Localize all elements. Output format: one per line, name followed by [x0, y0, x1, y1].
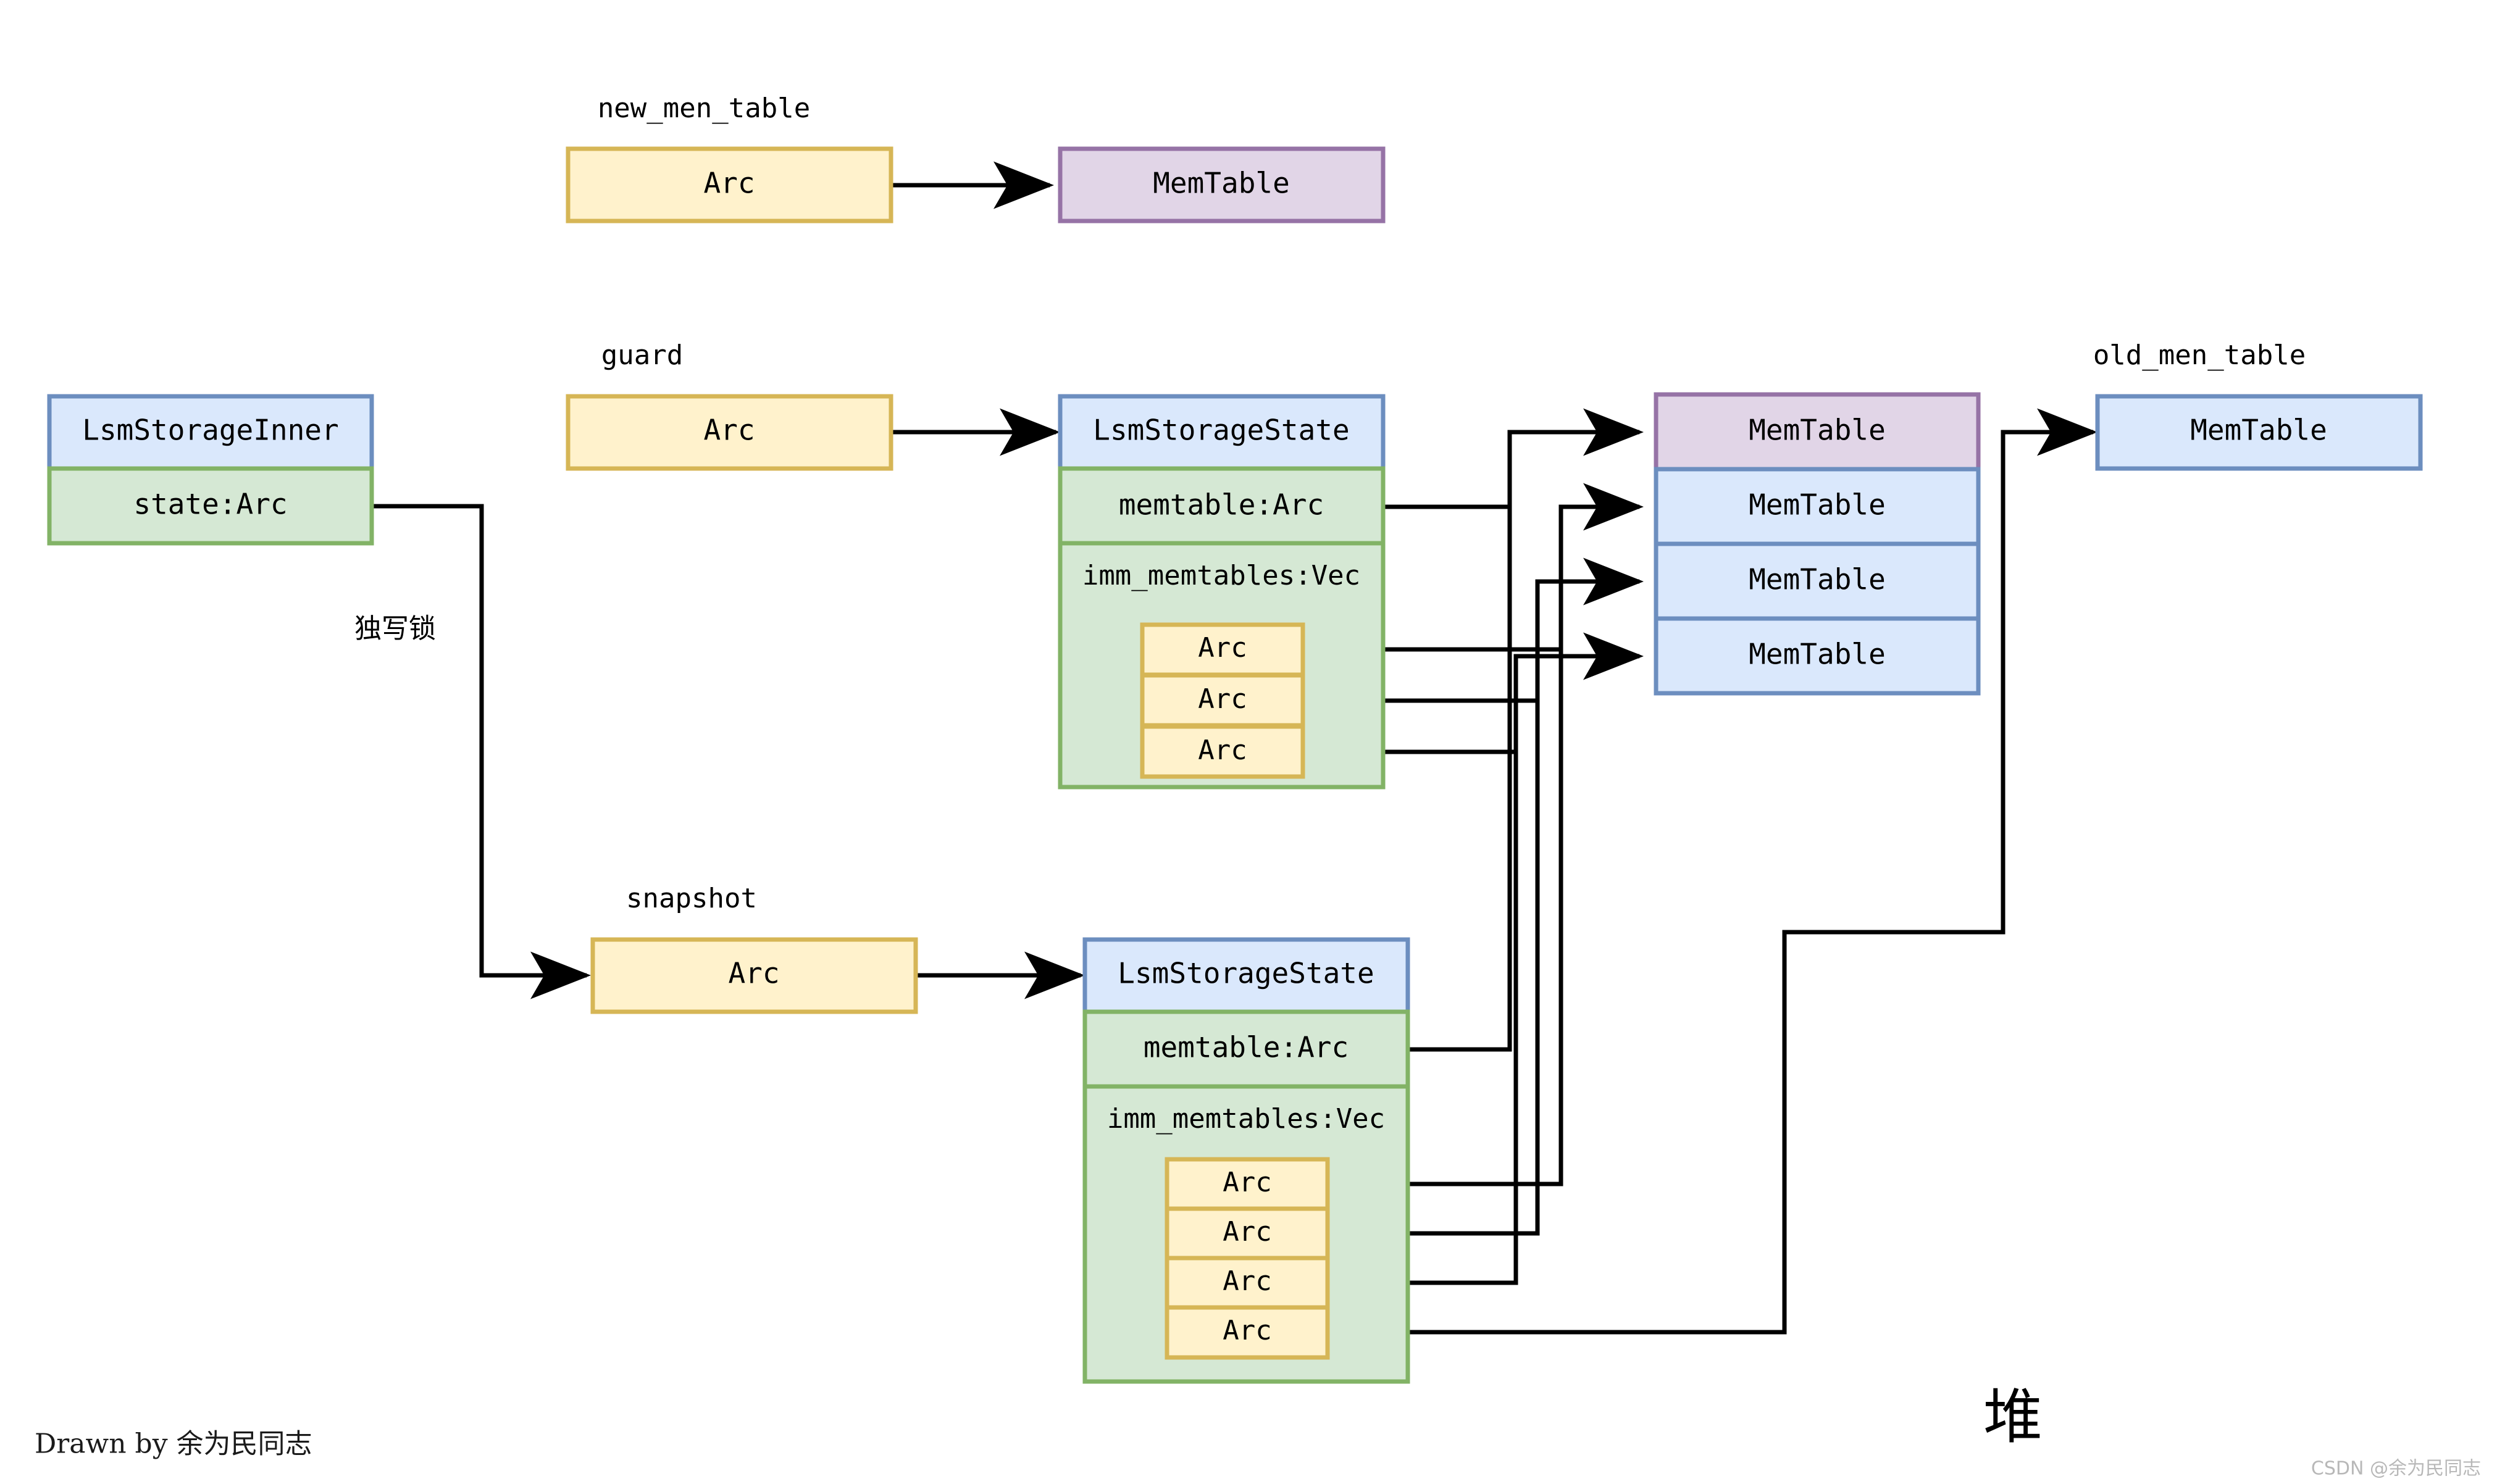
- memtable-stack-box-2[interactable]: [1654, 541, 1981, 621]
- state-top-arc-box-2[interactable]: [1140, 724, 1305, 779]
- old-mem-table-box[interactable]: [2095, 394, 2423, 471]
- state-top-arc-box-0[interactable]: [1140, 622, 1305, 677]
- lsm-storage-inner-state-field-box[interactable]: [47, 466, 374, 546]
- state-bottom-imm-field-label: imm_memtables:Vec: [1107, 1103, 1385, 1135]
- state-top-arc-label-0: Arc: [1198, 632, 1247, 664]
- state-bottom-arc-box-3[interactable]: [1165, 1305, 1330, 1360]
- connector-layer: [370, 161, 2098, 1335]
- old-mem-table-group: old_men_table MemTable: [2093, 340, 2423, 471]
- new-mem-table-arc-label: Arc: [703, 167, 755, 200]
- memtable-stack-box-1[interactable]: [1654, 467, 1981, 546]
- state-top-memtable-field-box[interactable]: [1058, 466, 1386, 546]
- connector-top-memtable-to-purple: [1385, 408, 1644, 509]
- state-top-arc-label-2: Arc: [1198, 735, 1247, 766]
- guard-label: guard: [601, 340, 683, 371]
- state-top-memtable-field-label: memtable:Arc: [1119, 488, 1324, 522]
- connector-top-arc2-to-memtable3: [1303, 557, 1644, 703]
- old-mem-table-box-label: MemTable: [2190, 414, 2327, 447]
- state-bottom-arc-label-1: Arc: [1223, 1216, 1271, 1248]
- state-bottom-arc-box-0[interactable]: [1165, 1157, 1330, 1212]
- guard-arc-label: Arc: [703, 414, 755, 447]
- new-mem-table-arc-box[interactable]: [566, 146, 893, 223]
- state-bottom-arc-box-1[interactable]: [1165, 1206, 1330, 1261]
- old-mem-table-label: old_men_table: [2093, 340, 2306, 371]
- connector-top-arc1-to-memtable2: [1303, 483, 1644, 652]
- connector-bottom-arc4-to-old-memtable: [1328, 408, 2098, 1335]
- state-top-title-box[interactable]: [1058, 394, 1386, 471]
- state-bottom-arc-label-2: Arc: [1223, 1265, 1271, 1297]
- connector-bottom-memtable-riser: [1410, 507, 1512, 1052]
- memtable-stack-label-3: MemTable: [1749, 638, 1886, 671]
- heap-label: 堆: [1983, 1382, 2043, 1451]
- guard-group: guard Arc: [566, 340, 893, 471]
- lsm-storage-inner-group: LsmStorageInner state:Arc: [47, 394, 374, 546]
- new-mem-table-group: new_men_table Arc MemTable: [566, 93, 1386, 223]
- credit-label: Drawn by 余为民同志: [35, 1428, 312, 1460]
- snapshot-arc-label: Arc: [728, 957, 779, 990]
- connector-top-arc3-to-memtable4: [1303, 632, 1644, 754]
- memtable-stack-label-2: MemTable: [1749, 563, 1886, 596]
- snapshot-group: snapshot Arc: [590, 883, 918, 1014]
- memtable-stack-label-1: MemTable: [1749, 488, 1886, 522]
- lsm-storage-inner-state-field-label: state:Arc: [133, 488, 287, 521]
- state-bottom-arc-label-0: Arc: [1223, 1167, 1271, 1198]
- memtable-stack-label-0: MemTable: [1749, 414, 1886, 447]
- new-mem-table-target-box[interactable]: [1058, 146, 1386, 223]
- state-top-arc-label-1: Arc: [1198, 683, 1247, 715]
- new-mem-table-label: new_men_table: [598, 93, 810, 124]
- state-top-imm-field-label: imm_memtables:Vec: [1082, 560, 1360, 591]
- memtable-stack-group: MemTable MemTable MemTable MemTable: [1654, 392, 1981, 696]
- watermark-label: CSDN @余为民同志: [2311, 1458, 2481, 1480]
- state-bottom-title-box[interactable]: [1082, 937, 1410, 1014]
- state-top-arc-box-1[interactable]: [1140, 673, 1305, 728]
- lsm-storage-state-top-group: LsmStorageState memtable:Arc imm_memtabl…: [1058, 394, 1386, 790]
- memtable-stack-box-3[interactable]: [1654, 616, 1981, 696]
- lsm-storage-state-bottom-group: LsmStorageState memtable:Arc imm_memtabl…: [1082, 937, 1410, 1384]
- guard-arc-box[interactable]: [566, 394, 893, 471]
- new-mem-table-target-label: MemTable: [1153, 167, 1290, 200]
- connector-state-to-snapshot: [370, 504, 591, 999]
- state-top-title-label: LsmStorageState: [1093, 414, 1349, 447]
- state-bottom-arc-label-3: Arc: [1223, 1315, 1271, 1346]
- state-bottom-arc-box-2[interactable]: [1165, 1256, 1330, 1311]
- write-lock-label: 独写锁: [354, 613, 436, 644]
- snapshot-arc-box[interactable]: [590, 937, 918, 1014]
- snapshot-label: snapshot: [626, 883, 757, 914]
- state-bottom-memtable-field-label: memtable:Arc: [1144, 1031, 1349, 1064]
- state-bottom-title-label: LsmStorageState: [1118, 957, 1374, 990]
- lsm-storage-inner-title-label: LsmStorageInner: [82, 414, 338, 447]
